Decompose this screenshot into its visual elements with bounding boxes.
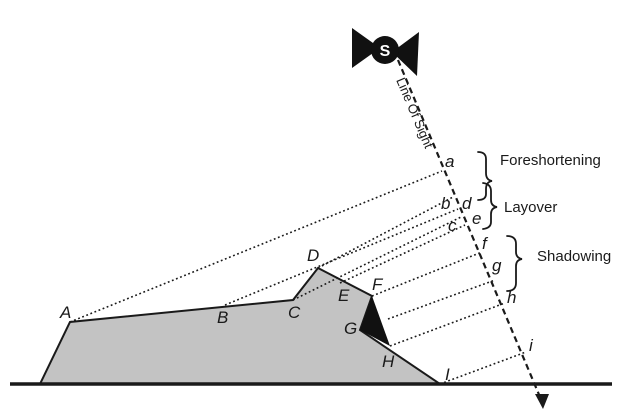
radar-shadow-region	[360, 296, 390, 346]
ground-point-c: C	[288, 303, 301, 322]
image-point-i: i	[529, 336, 534, 355]
projection-h	[389, 302, 506, 347]
terrain-profile	[38, 266, 444, 385]
ground-point-a: A	[59, 303, 71, 322]
ground-point-g: G	[344, 319, 357, 338]
image-point-b: b	[441, 194, 450, 213]
ground-point-h: H	[382, 352, 395, 371]
ground-point-f: F	[372, 275, 384, 294]
foreshortening-brace	[477, 151, 493, 201]
ground-point-d: D	[307, 246, 319, 265]
projection-lines	[69, 170, 527, 385]
satellite-panel-right	[392, 32, 419, 76]
image-point-h: h	[507, 288, 516, 307]
layover-brace	[482, 182, 498, 230]
projection-i	[439, 351, 527, 385]
satellite-body	[371, 36, 399, 64]
projection-c	[292, 216, 462, 301]
shadowing-brace	[506, 235, 523, 292]
foreshortening-label: Foreshortening	[500, 152, 601, 169]
projection-a	[69, 170, 443, 323]
image-point-a: a	[445, 152, 454, 171]
image-point-g: g	[492, 256, 502, 275]
ground-point-b: B	[217, 308, 228, 327]
image-point-labels: a b c d e f g h i	[441, 152, 534, 355]
projection-f	[371, 251, 483, 297]
image-point-e: e	[472, 209, 481, 228]
category-braces	[477, 151, 523, 292]
ground-point-e: E	[338, 286, 350, 305]
satellite-panel-left	[352, 28, 380, 68]
ground-point-labels: A B C D E F G H I	[59, 246, 450, 384]
image-point-c: c	[448, 216, 457, 235]
image-point-f: f	[482, 234, 489, 253]
ground-point-i: I	[445, 365, 450, 384]
projection-e	[339, 224, 466, 284]
projection-d	[317, 196, 454, 269]
sensor-letter: S	[380, 43, 391, 60]
layover-label: Layover	[504, 199, 557, 216]
line-of-sight	[396, 59, 542, 398]
shadowing-label: Shadowing	[537, 248, 611, 265]
image-point-d: d	[462, 194, 472, 213]
line-of-sight-arrowhead	[535, 394, 549, 409]
line-of-sight-label: Line Of Sight	[393, 75, 436, 150]
satellite-icon: S	[352, 28, 419, 76]
projection-g	[387, 279, 496, 320]
